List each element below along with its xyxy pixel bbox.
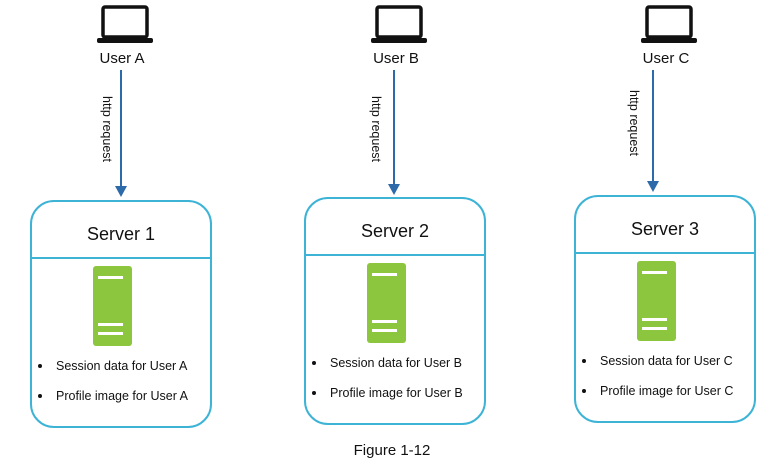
divider (306, 254, 484, 256)
laptop-icon (641, 5, 697, 43)
list-item: Session data for User B (306, 355, 484, 385)
list-item: Session data for User C (576, 353, 754, 383)
http-request-label: http request (100, 96, 114, 163)
bullet (38, 364, 42, 368)
user-c-column: User C http request Server 3 Session dat… (566, 0, 766, 440)
list-item: Session data for User A (32, 358, 210, 388)
user-label: User C (642, 50, 690, 67)
server-box: Server 2 Session data for User B Profile… (304, 197, 486, 425)
item-text: Session data for User A (56, 359, 188, 373)
server-title: Server 2 (360, 221, 430, 241)
user-b-column: User B http request Server 2 Session dat… (296, 0, 496, 440)
http-request-label: http request (369, 96, 383, 163)
item-text: Profile image for User B (330, 386, 463, 400)
server-rack-icon (637, 261, 676, 341)
http-request-label: http request (627, 90, 641, 157)
list-item: Profile image for User A (32, 388, 210, 418)
bullet (312, 361, 316, 365)
bullet (582, 359, 586, 363)
divider (576, 252, 754, 254)
divider (32, 257, 210, 259)
laptop-icon (97, 5, 153, 43)
server-rack-icon (93, 266, 132, 346)
user-label: User B (373, 50, 419, 67)
server-title: Server 1 (86, 224, 156, 244)
user-a-column: User A http request Server 1 Session dat… (22, 0, 222, 440)
server-title: Server 3 (630, 219, 700, 239)
item-text: Session data for User B (330, 356, 463, 370)
item-text: Profile image for User C (600, 384, 734, 398)
list-item: Profile image for User B (306, 385, 484, 415)
server-box: Server 1 Session data for User A Profile… (30, 200, 212, 428)
laptop-icon (371, 5, 427, 43)
server-data-list: Session data for User C Profile image fo… (576, 353, 754, 413)
bullet (312, 391, 316, 395)
user-label: User A (99, 50, 145, 67)
item-text: Profile image for User A (56, 389, 188, 403)
bullet (38, 394, 42, 398)
list-item: Profile image for User C (576, 383, 754, 413)
server-box: Server 3 Session data for User C Profile… (574, 195, 756, 423)
item-text: Session data for User C (600, 354, 733, 368)
server-rack-icon (367, 263, 406, 343)
server-data-list: Session data for User A Profile image fo… (32, 358, 210, 418)
server-data-list: Session data for User B Profile image fo… (306, 355, 484, 415)
bullet (582, 389, 586, 393)
figure-caption: Figure 1-12 (353, 442, 431, 459)
